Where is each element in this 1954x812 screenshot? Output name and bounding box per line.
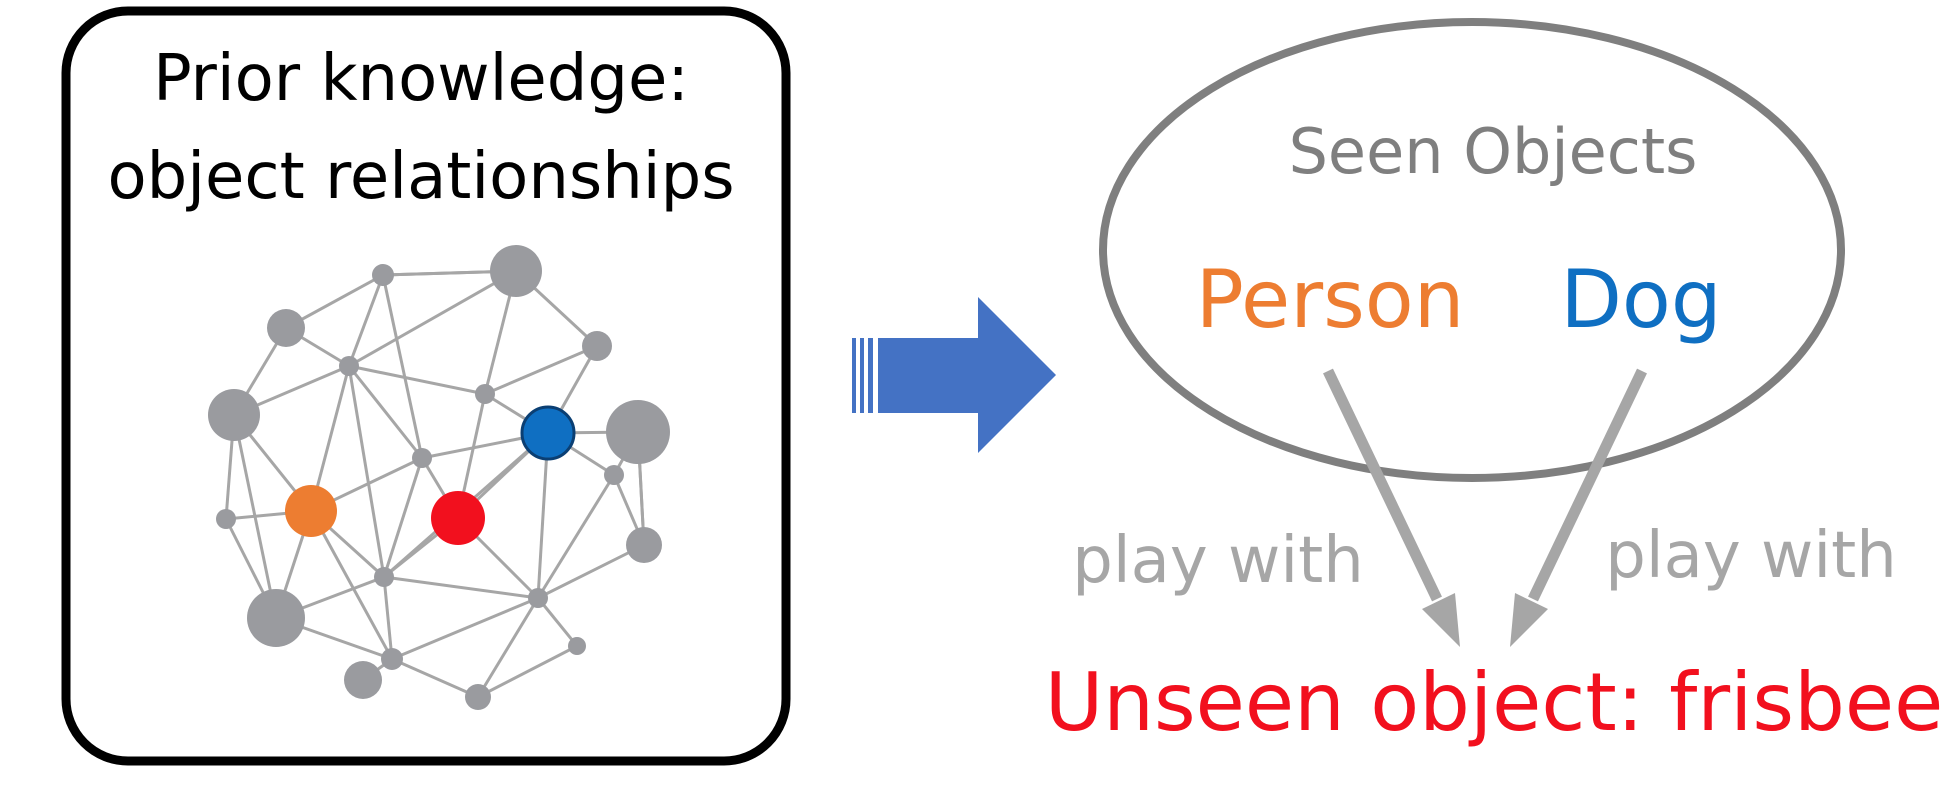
graph-edge (484, 344, 598, 396)
graph-node (208, 389, 260, 441)
relation-arrows (1323, 368, 1647, 647)
graph-node (626, 527, 662, 563)
graph-edge (391, 657, 479, 699)
arrow-head-icon (1510, 593, 1548, 647)
graph-edge (477, 644, 578, 699)
graph-edge (381, 274, 424, 459)
seen-objects-group: Seen Objects Person Dog (1099, 18, 1845, 482)
graph-node-frisbee (431, 491, 485, 545)
relation-arrow-person (1323, 368, 1442, 602)
graph-edge (347, 274, 385, 367)
graph-nodes (208, 245, 670, 710)
graph-edge (348, 269, 517, 368)
graph-node (582, 331, 612, 361)
graph-node-dog (520, 405, 576, 461)
graph-node (465, 684, 491, 710)
graph-node (372, 264, 394, 286)
graph-node (216, 509, 236, 529)
relation-label-right: play with (1605, 519, 1897, 593)
graph-node (606, 400, 670, 464)
graph-edge (476, 597, 540, 698)
arrow-head-icon (1422, 593, 1460, 647)
object-person: Person (1196, 253, 1465, 346)
seen-objects-label: Seen Objects (1289, 115, 1698, 188)
graph-node (381, 648, 403, 670)
graph-edge (348, 364, 486, 396)
graph-edge (347, 365, 386, 578)
unseen-object-label: Unseen object: frisbee (1045, 656, 1944, 749)
arrow-stripe (852, 338, 856, 413)
prior-knowledge-box (61, 6, 791, 766)
knowledge-graph-icon (208, 245, 670, 710)
graph-node (247, 589, 305, 647)
arrow-right-icon (852, 297, 1056, 453)
graph-edge (536, 474, 616, 599)
graph-edge (536, 597, 579, 647)
graph-node (374, 567, 394, 587)
graph-edge (382, 457, 424, 578)
graph-edge (537, 543, 645, 600)
graph-node (568, 637, 586, 655)
prior-knowledge-title-line2: object relationships (107, 140, 734, 214)
graph-node (339, 356, 359, 376)
graph-node (267, 309, 305, 347)
prior-knowledge-title-line1: Prior knowledge: (153, 42, 689, 116)
arrow-stripe (868, 338, 873, 413)
graph-node (412, 448, 432, 468)
graph-edge (383, 575, 539, 600)
graph-edge (347, 365, 424, 459)
graph-node (528, 588, 548, 608)
graph-edge (382, 576, 394, 660)
arrow-stripe (860, 338, 864, 413)
prior-knowledge-panel: Prior knowledge: object relationships (61, 6, 791, 766)
graph-edge (309, 510, 394, 660)
graph-node (604, 465, 624, 485)
object-dog: Dog (1560, 253, 1721, 346)
graph-edge (536, 432, 550, 599)
relation-label-left: play with (1072, 524, 1364, 598)
graph-node (490, 245, 542, 297)
seen-objects-ellipse (1099, 18, 1845, 482)
graph-node (475, 384, 495, 404)
arrow-body (878, 297, 1056, 453)
relation-arrow-dog (1528, 368, 1647, 602)
graph-edge (391, 596, 539, 661)
graph-node (344, 661, 382, 699)
graph-node-person (285, 485, 337, 537)
